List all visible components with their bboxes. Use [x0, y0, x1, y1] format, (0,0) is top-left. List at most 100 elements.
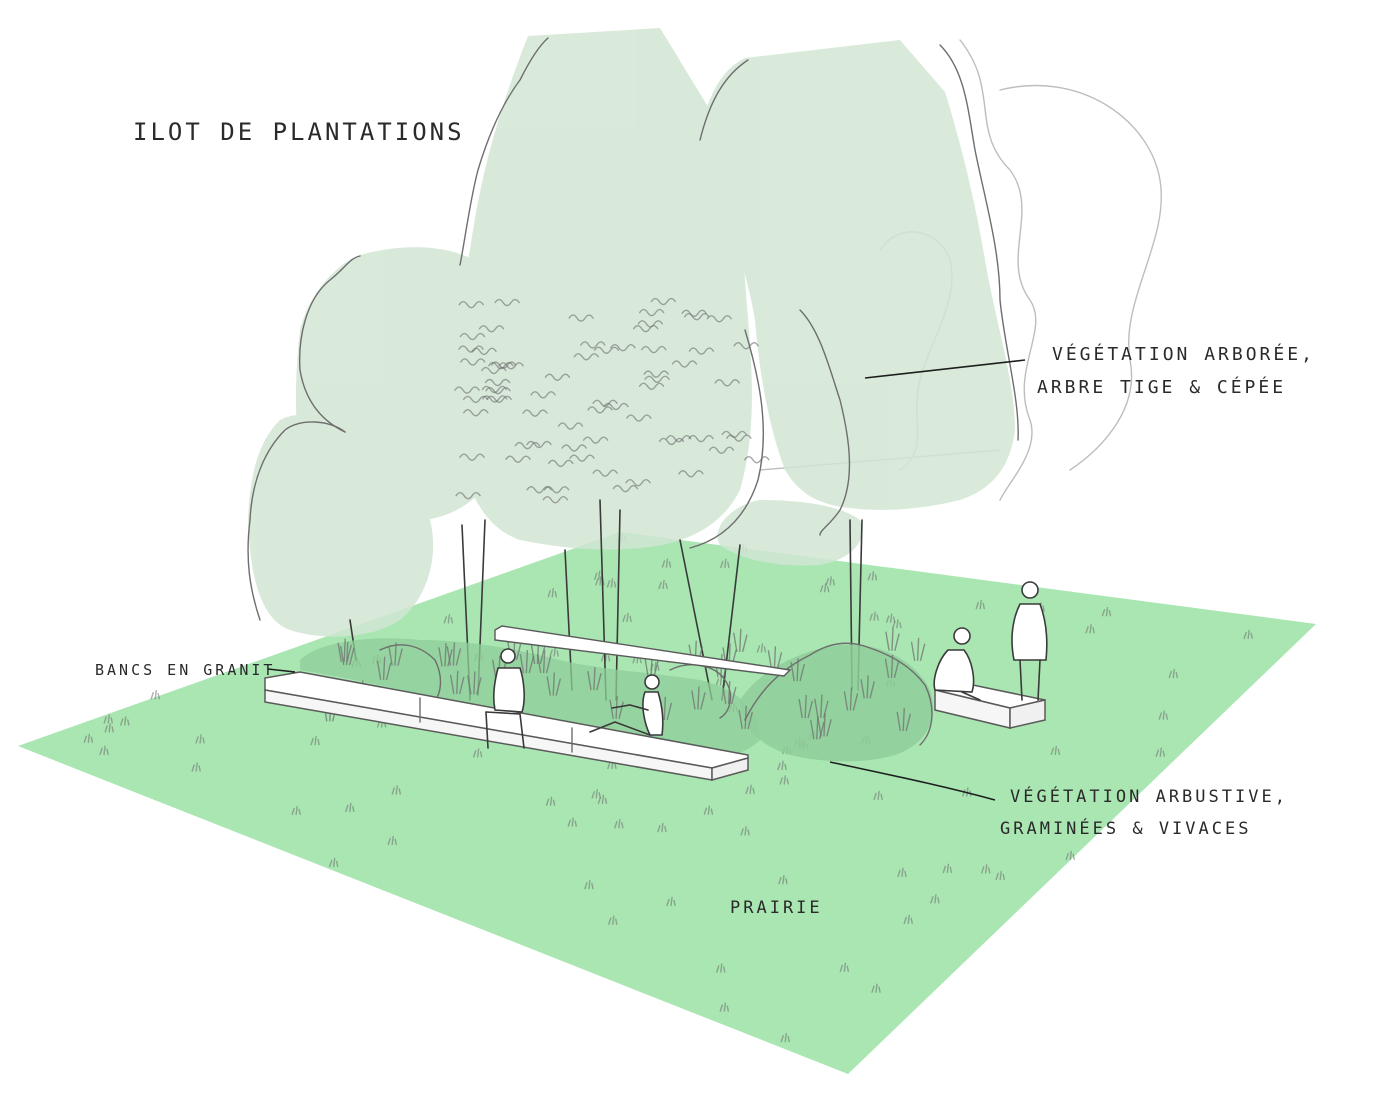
person-seated-front	[485, 648, 525, 749]
bed-grass-clump	[733, 628, 748, 653]
bed-grass-clump	[896, 707, 911, 732]
granite-benches	[264, 625, 1046, 781]
leaf-scribble	[471, 347, 497, 356]
grass-tuft	[756, 643, 767, 653]
leaf-scribble	[592, 399, 618, 408]
grass-tuft	[1243, 629, 1253, 640]
bench-front-end	[711, 757, 749, 781]
leaf-scribble	[587, 406, 613, 414]
leaf-scribble	[459, 453, 485, 461]
leaf-scribble	[638, 308, 665, 317]
leaf-scribble	[462, 395, 489, 404]
leaf-scribble	[568, 314, 594, 322]
leaf-scribble	[706, 315, 732, 323]
label-meadow: PRAIRIE	[730, 898, 823, 918]
leaf-scribble	[637, 320, 663, 328]
bed-grass-clump	[843, 687, 859, 711]
person-reclining	[589, 674, 664, 736]
bed-grass-clump	[587, 666, 602, 691]
grass-tuft	[567, 817, 577, 827]
leaf-scribble	[460, 358, 486, 366]
leaf-scribble	[726, 434, 752, 442]
bed-grass-clump	[446, 642, 462, 666]
label-tree-vegetation-line1: VÉGÉTATION ARBORÉE,	[1052, 343, 1315, 365]
leaf-scribble	[455, 491, 481, 500]
grass-tuft	[472, 748, 483, 758]
leaf-scribble	[494, 298, 520, 307]
leaf-scribble	[514, 441, 541, 450]
tree-canopy-left	[295, 247, 511, 523]
grass-tuft	[930, 894, 940, 904]
grass-tuft	[150, 690, 160, 700]
bed-grass-clump	[798, 694, 813, 719]
bed-grass-clump	[467, 671, 482, 695]
leaf-scribble	[454, 386, 480, 394]
bed-grass-clump	[885, 627, 900, 651]
leaf-scribble	[544, 373, 571, 381]
leaf-scribble	[684, 313, 710, 321]
grass-tuft	[608, 915, 618, 925]
leaf-scribble	[482, 395, 508, 403]
grass-tuft	[819, 583, 830, 593]
leaf-scribble	[530, 391, 556, 399]
leaf-scribble	[592, 469, 618, 477]
grass-tuft	[942, 863, 953, 874]
grass-tuft	[591, 789, 601, 799]
grass-tuft	[867, 571, 878, 581]
label-shrub-vegetation-line1: VÉGÉTATION ARBUSTIVE,	[1010, 785, 1288, 807]
person-standing	[1011, 581, 1048, 701]
grass-tuft	[387, 835, 397, 846]
label-granite-benches: BANCS EN GRANIT	[95, 661, 275, 679]
human-figures	[485, 581, 1048, 749]
bed-grass-clump	[884, 654, 900, 679]
leaf-scribble	[625, 479, 651, 487]
bed-grass-clump	[817, 713, 832, 737]
leaf-scribble	[626, 414, 652, 422]
bench-right-end	[1009, 699, 1046, 729]
grass-tuft	[191, 762, 201, 772]
grass-tuft	[328, 857, 339, 868]
grass-tuft	[657, 822, 667, 833]
grass-tuft	[720, 558, 730, 569]
grass-tuft	[1050, 745, 1061, 755]
leaf-scribble	[593, 346, 620, 354]
leaf-scribble	[612, 484, 639, 493]
bed-grass-clump	[790, 658, 805, 682]
leader-lines	[267, 359, 1026, 801]
grass-tuft	[606, 578, 617, 588]
leader-shrubs	[829, 761, 996, 801]
bed-grass-clump	[691, 686, 706, 710]
grass-tuft	[871, 983, 881, 993]
leaf-scribble	[733, 342, 759, 350]
leaf-scribble	[548, 459, 574, 468]
leaf-scribble	[644, 375, 670, 383]
grass-tuft	[584, 879, 594, 890]
grass-tuft	[83, 733, 94, 743]
label-shrub-vegetation-line2: GRAMINÉES & VIVACES	[1000, 817, 1251, 839]
grass-tuft	[780, 1032, 790, 1043]
leaf-scribble	[688, 347, 715, 355]
leaf-scribble	[681, 309, 707, 318]
leaf-scribble	[582, 436, 609, 444]
leaf-scribble	[638, 382, 665, 390]
sketch-title: ILOT DE PLANTATIONS	[133, 118, 465, 146]
grass-tuft	[703, 805, 714, 815]
grass-tuft	[345, 802, 355, 813]
grass-tuft	[778, 874, 788, 885]
grass-tuft	[1155, 747, 1165, 757]
grass-tuft	[1085, 624, 1095, 634]
person-seated-right	[933, 627, 981, 701]
grass-tuft	[443, 614, 454, 624]
leaf-scribble	[485, 387, 511, 395]
shrub-mass-right	[740, 644, 934, 762]
leaf-scribble	[573, 353, 599, 361]
grass-tuft	[995, 870, 1005, 881]
leaf-scribble	[488, 361, 514, 370]
tree-canopies	[248, 28, 1015, 637]
leaf-scribble	[650, 297, 677, 306]
grass-tuft	[614, 819, 624, 829]
tree-canopy-right	[700, 40, 1015, 510]
grass-tuft	[777, 760, 787, 771]
grass-tuft	[1168, 668, 1178, 679]
leaf-scribble	[641, 345, 667, 354]
